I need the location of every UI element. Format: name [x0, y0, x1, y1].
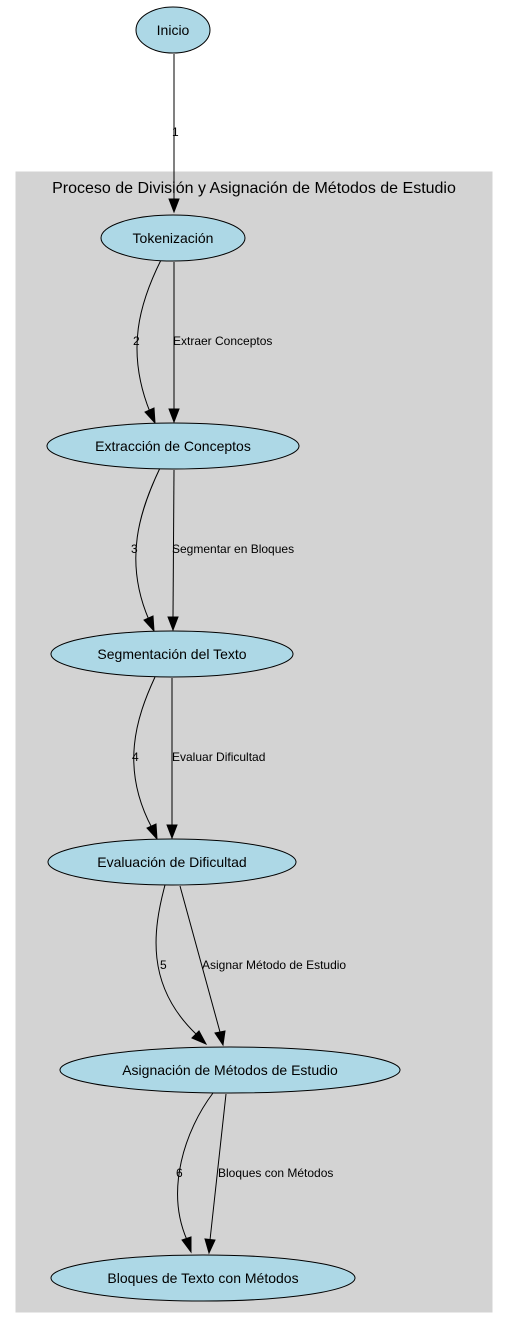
node-extraccion: Extracción de Conceptos: [46, 422, 300, 470]
node-bloques: Bloques de Texto con Métodos: [50, 1254, 356, 1302]
node-tokenizacion: Tokenización: [100, 214, 246, 262]
node-extraccion-label: Extracción de Conceptos: [95, 438, 251, 454]
node-asignacion: Asignación de Métodos de Estudio: [59, 1046, 401, 1094]
node-tokenizacion-label: Tokenización: [133, 230, 214, 246]
cluster-title: Proceso de División y Asignación de Méto…: [52, 180, 456, 197]
edge-extraccion-segmentacion-numbered: 3: [131, 467, 161, 633]
edge-label-4: 4: [132, 750, 139, 764]
node-inicio-label: Inicio: [157, 22, 190, 38]
edge-label-1: 1: [172, 125, 179, 139]
node-bloques-label: Bloques de Texto con Métodos: [107, 1270, 298, 1286]
node-evaluacion-label: Evaluación de Dificultad: [97, 854, 246, 870]
node-segmentacion: Segmentación del Texto: [50, 630, 294, 678]
node-asignacion-label: Asignación de Métodos de Estudio: [122, 1062, 338, 1078]
node-inicio: Inicio: [135, 6, 211, 54]
edge-label-3: 3: [131, 542, 138, 556]
edge-label-bloques-metodos: Bloques con Métodos: [218, 1166, 333, 1180]
edge-label-evaluar: Evaluar Dificultad: [172, 750, 265, 764]
edge-label-2: 2: [133, 334, 140, 348]
edge-segmentacion-evaluacion: Evaluar Dificultad: [166, 678, 265, 840]
edge-label-5: 5: [160, 958, 167, 972]
edge-label-extraer: Extraer Conceptos: [173, 334, 272, 348]
edge-label-asignar: Asignar Método de Estudio: [202, 958, 346, 972]
edge-label-6: 6: [176, 1166, 183, 1180]
edge-tokenizacion-extraccion: Extraer Conceptos: [168, 262, 272, 424]
node-segmentacion-label: Segmentación del Texto: [97, 646, 246, 662]
edge-segmentacion-evaluacion-numbered: 4: [132, 676, 158, 841]
edge-tokenizacion-extraccion-numbered: 2: [133, 259, 162, 425]
edge-evaluacion-asignacion-numbered: 5: [155, 884, 208, 1046]
process-cluster: [15, 171, 493, 1313]
edge-asignacion-bloques: Bloques con Métodos: [204, 1093, 333, 1255]
edge-inicio-tokenizacion: 1: [168, 54, 180, 214]
edge-label-segmentar: Segmentar en Bloques: [172, 542, 294, 556]
edge-asignacion-bloques-numbered: 6: [176, 1092, 214, 1254]
edge-extraccion-segmentacion: Segmentar en Bloques: [167, 469, 294, 632]
node-evaluacion: Evaluación de Dificultad: [47, 838, 297, 886]
edge-evaluacion-asignacion: Asignar Método de Estudio: [179, 885, 346, 1047]
